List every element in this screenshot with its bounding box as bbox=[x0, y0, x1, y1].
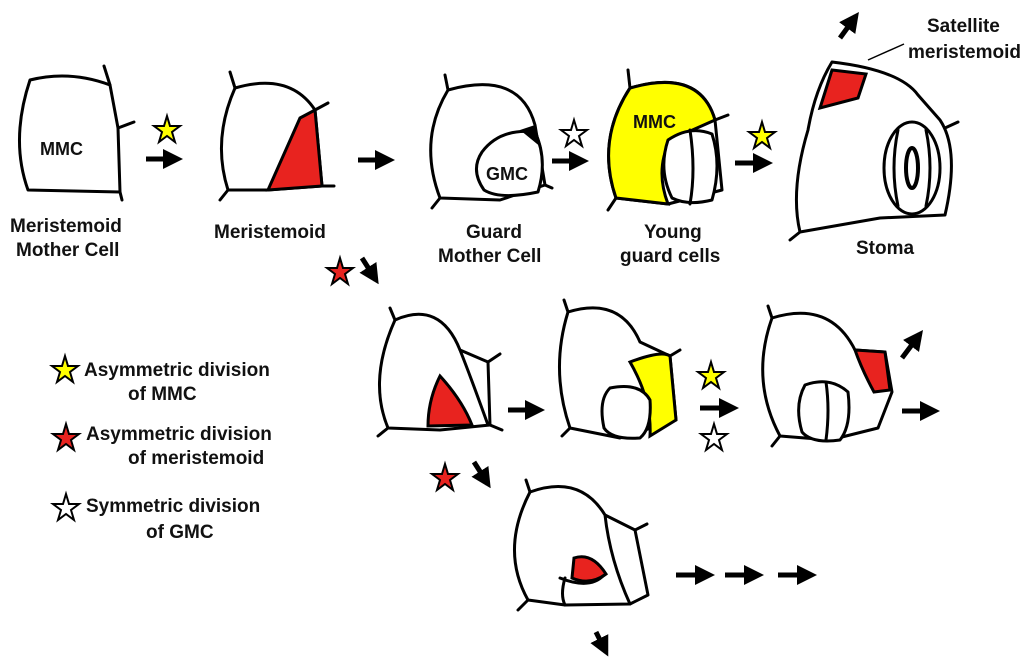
stoma-cell bbox=[790, 62, 958, 240]
mmc-cell-label: MMC bbox=[40, 139, 83, 159]
arrow-icon bbox=[840, 16, 856, 38]
legend-red-star-icon bbox=[53, 424, 79, 450]
third-division-cell bbox=[514, 480, 648, 610]
mmc-caption-line1: Meristemoid bbox=[10, 216, 122, 237]
arrow-icon bbox=[902, 334, 920, 358]
satellite-division-cell bbox=[763, 306, 892, 446]
mmc-division-cell bbox=[559, 300, 680, 438]
legend-item-1-line2: of MMC bbox=[128, 384, 197, 405]
second-division-cell bbox=[378, 308, 502, 436]
gmc-cell-label: GMC bbox=[486, 164, 528, 184]
young-caption-line1: Young bbox=[644, 222, 702, 243]
young-guard-cells: MMC bbox=[608, 70, 728, 210]
pointer-line bbox=[868, 44, 904, 60]
yellow-star-icon bbox=[698, 362, 724, 388]
yellow-star-icon bbox=[749, 122, 775, 148]
satellite-caption-line2: meristemoid bbox=[908, 42, 1021, 63]
mmc-cell-label-2: MMC bbox=[633, 112, 676, 132]
legend: Asymmetric division of MMC Asymmetric di… bbox=[52, 356, 272, 543]
stoma-caption: Stoma bbox=[856, 238, 915, 259]
yellow-star-icon bbox=[154, 116, 180, 142]
gmc-caption-line2: Mother Cell bbox=[438, 246, 541, 267]
red-star-icon bbox=[432, 464, 458, 490]
legend-item-3-line2: of GMC bbox=[146, 522, 214, 543]
legend-yellow-star-icon bbox=[52, 356, 78, 382]
legend-item-2-line2: of meristemoid bbox=[128, 448, 264, 469]
legend-white-star-icon bbox=[53, 494, 79, 520]
red-star-icon bbox=[327, 258, 353, 284]
meristemoid-cell bbox=[220, 72, 334, 200]
arrow-icon bbox=[362, 258, 376, 280]
arrow-icon bbox=[596, 632, 606, 652]
legend-item-3-line1: Symmetric division bbox=[86, 496, 260, 517]
white-star-icon bbox=[561, 120, 587, 146]
meristemoid-caption: Meristemoid bbox=[214, 222, 326, 243]
white-star-icon bbox=[701, 424, 727, 450]
arrow-icon bbox=[474, 462, 488, 484]
gmc-caption-line1: Guard bbox=[466, 222, 522, 243]
legend-item-1-line1: Asymmetric division bbox=[84, 360, 270, 381]
mmc-caption-line2: Mother Cell bbox=[16, 240, 119, 261]
mmc-cell: MMC bbox=[19, 66, 134, 200]
young-caption-line2: guard cells bbox=[620, 246, 720, 267]
gmc-cell: GMC bbox=[431, 75, 552, 208]
legend-item-2-line1: Asymmetric division bbox=[86, 424, 272, 445]
satellite-caption-line1: Satellite bbox=[927, 16, 1000, 37]
